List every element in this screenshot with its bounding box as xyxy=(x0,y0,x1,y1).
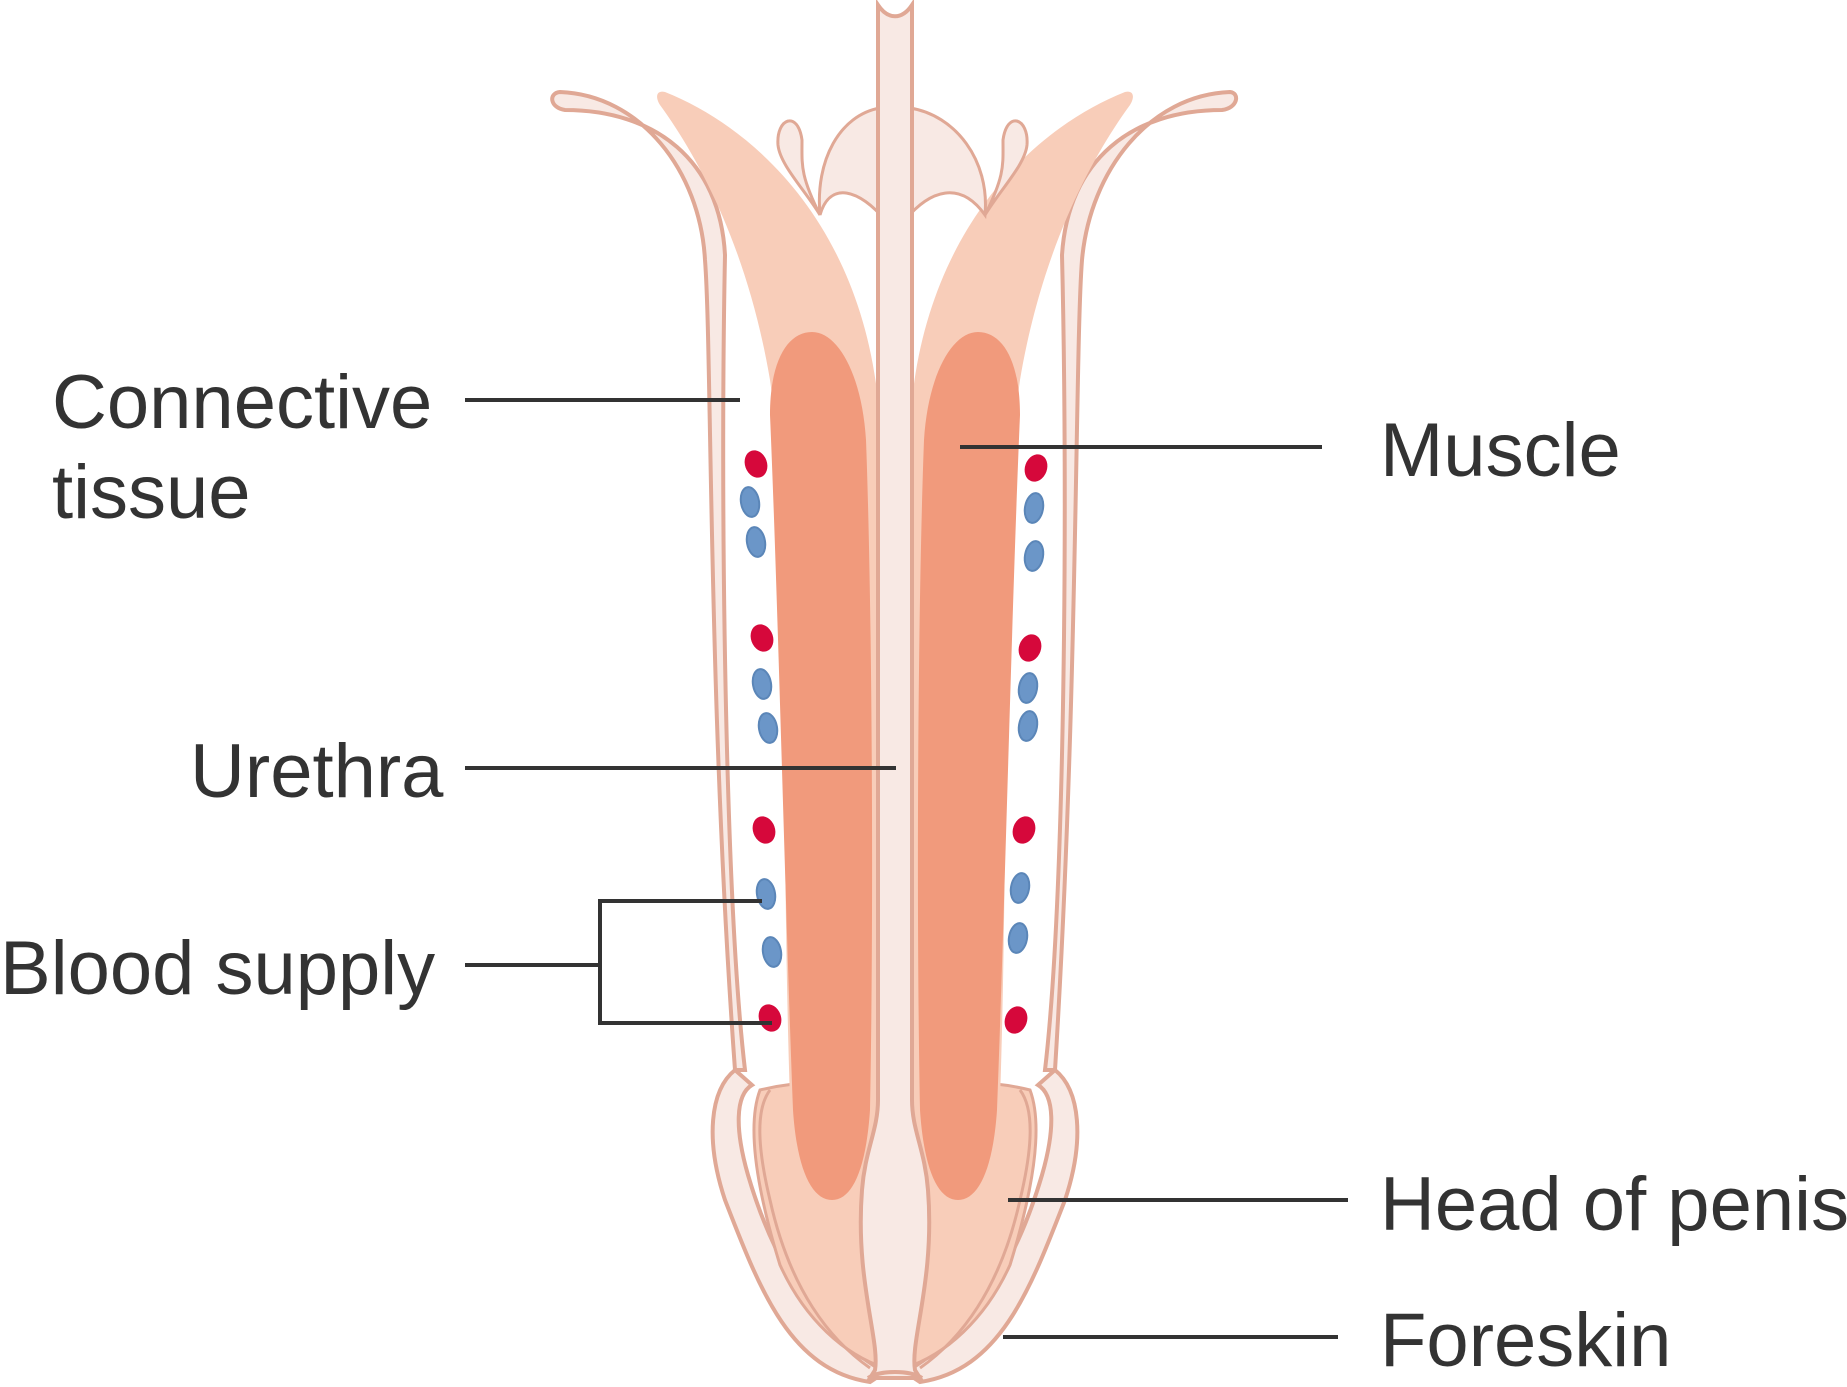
vein-right-3 xyxy=(1017,672,1039,704)
label-head-of-penis: Head of penis xyxy=(1380,1162,1847,1247)
leader-lines xyxy=(465,398,1348,1339)
label-connective-tissue-line2: tissue xyxy=(52,450,251,535)
skin-left xyxy=(550,89,748,1072)
label-blood-supply: Blood supply xyxy=(0,926,435,1011)
blood-vessels-left xyxy=(739,450,783,1032)
labels: Connective tissue Muscle Urethra Blood s… xyxy=(0,360,1847,1383)
label-connective-tissue-line1: Connective xyxy=(52,360,432,445)
label-connective-tissue: Connective tissue xyxy=(52,360,453,535)
glans-ridge-right xyxy=(919,1089,1032,1370)
artery-left-3 xyxy=(752,816,776,844)
vein-left-6 xyxy=(761,936,783,968)
upper-tab-left xyxy=(776,119,822,216)
vein-left-5 xyxy=(755,878,777,910)
label-urethra: Urethra xyxy=(190,729,444,814)
vein-right-5 xyxy=(1009,872,1031,904)
muscle-right xyxy=(917,332,1020,1200)
vein-left-4 xyxy=(757,712,779,744)
vein-left-3 xyxy=(751,668,773,700)
artery-left-1 xyxy=(744,450,768,478)
artery-right-2 xyxy=(1018,634,1042,662)
anatomy-illustration xyxy=(550,0,1239,1385)
skin-right xyxy=(1042,89,1239,1072)
upper-tab-right xyxy=(983,119,1029,216)
label-foreskin: Foreskin xyxy=(1380,1298,1671,1383)
blood-vessels-right xyxy=(1004,454,1048,1034)
vein-left-2 xyxy=(745,526,767,558)
leader-blood-supply-bracket xyxy=(598,899,772,1025)
artery-right-1 xyxy=(1024,454,1048,482)
artery-left-2 xyxy=(750,624,774,652)
urethra xyxy=(858,0,932,1380)
urethra-tip xyxy=(866,1370,924,1380)
vein-right-1 xyxy=(1023,492,1045,524)
artery-right-3 xyxy=(1012,816,1036,844)
foreskin-right xyxy=(901,1067,1080,1385)
vein-right-2 xyxy=(1023,540,1045,572)
foreskin-left xyxy=(710,1067,889,1385)
vein-right-4 xyxy=(1017,710,1039,742)
vein-right-6 xyxy=(1007,922,1029,954)
label-muscle: Muscle xyxy=(1380,408,1621,493)
artery-left-4 xyxy=(758,1004,782,1032)
vein-left-1 xyxy=(739,486,761,518)
glans-ridge-left xyxy=(758,1089,871,1370)
artery-right-4 xyxy=(1004,1006,1028,1034)
